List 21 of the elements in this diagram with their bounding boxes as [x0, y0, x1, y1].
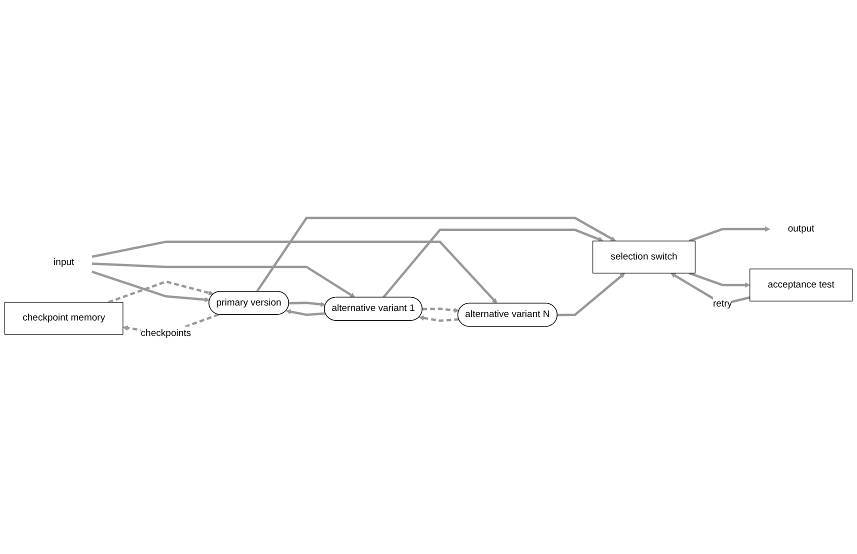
arrow	[92, 270, 210, 302]
arrow	[688, 226, 770, 242]
arrow	[670, 272, 750, 306]
arrow	[418, 315, 460, 322]
arrow	[92, 240, 498, 304]
arrow	[92, 262, 356, 298]
node-box: checkpoint memory	[4, 302, 124, 335]
arrow	[422, 308, 460, 313]
node-text: input	[54, 257, 74, 268]
node-box: acceptance test	[750, 268, 853, 302]
edge-label: checkpoints	[140, 328, 192, 339]
arrow	[557, 272, 626, 316]
arrow	[108, 280, 214, 304]
arrow	[256, 216, 616, 292]
node-text: output	[788, 224, 814, 234]
arrow	[286, 309, 326, 316]
arrow	[288, 302, 326, 307]
arrow	[382, 228, 604, 298]
node-box: selection switch	[592, 240, 696, 274]
arrow	[688, 272, 750, 288]
edge-label: retry	[713, 298, 732, 309]
